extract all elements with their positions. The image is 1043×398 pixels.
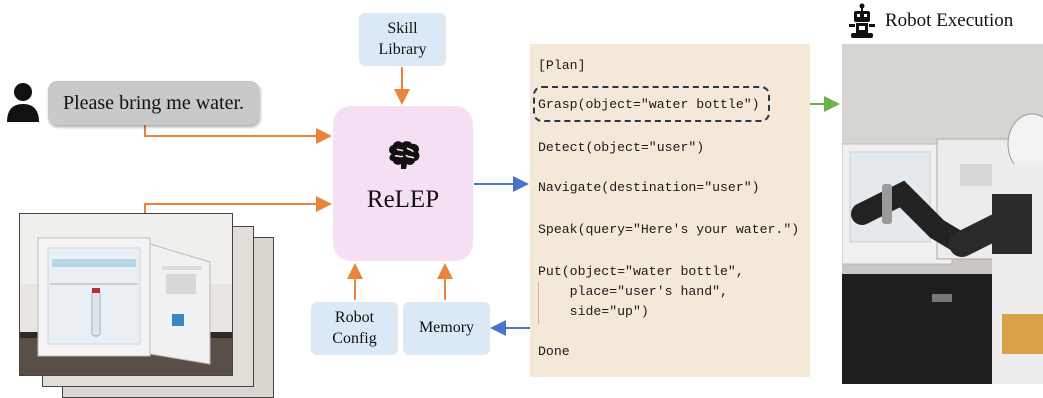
robot-execution-photo xyxy=(842,44,1043,384)
plan-done: Done xyxy=(538,344,570,359)
plan-step-put-place: place="user's hand", xyxy=(538,284,728,299)
relep-box: ReLEP xyxy=(333,106,473,261)
robot-icon xyxy=(849,3,875,38)
robot-execution-title: Robot Execution xyxy=(885,10,1014,31)
memory-box: Memory xyxy=(403,302,490,355)
grasp-highlight-box xyxy=(533,86,770,122)
skill-library-label: Skill Library xyxy=(378,19,427,58)
put-indent-guide xyxy=(538,282,539,324)
plan-step-put: Put(object="water bottle", xyxy=(538,264,744,279)
plan-step-speak: Speak(query="Here's your water.") xyxy=(538,222,800,237)
input-image-fridge xyxy=(19,213,233,376)
plan-step-grasp: Grasp(object="water bottle") xyxy=(538,97,760,112)
relep-label: ReLEP xyxy=(366,186,440,213)
plan-header: [Plan] xyxy=(538,58,586,73)
plan-step-navigate: Navigate(destination="user") xyxy=(538,180,760,195)
skill-library-box: Skill Library xyxy=(359,13,446,66)
plan-step-detect: Detect(object="user") xyxy=(538,140,705,155)
plan-step-put-side: side="up") xyxy=(538,304,649,319)
memory-label: Memory xyxy=(418,319,475,337)
arrow-user-to-relep xyxy=(144,125,332,144)
user-request-bubble: Please bring me water. xyxy=(48,81,259,125)
robot-config-label: Robot Config xyxy=(332,308,377,347)
brain-icon xyxy=(389,141,420,169)
arrow-image-to-relep xyxy=(144,196,332,215)
user-icon xyxy=(7,83,39,122)
robot-config-box: Robot Config xyxy=(311,302,398,355)
user-request-text: Please bring me water. xyxy=(62,91,245,114)
plan-panel: [Plan] Grasp(object="water bottle") Dete… xyxy=(530,44,810,377)
